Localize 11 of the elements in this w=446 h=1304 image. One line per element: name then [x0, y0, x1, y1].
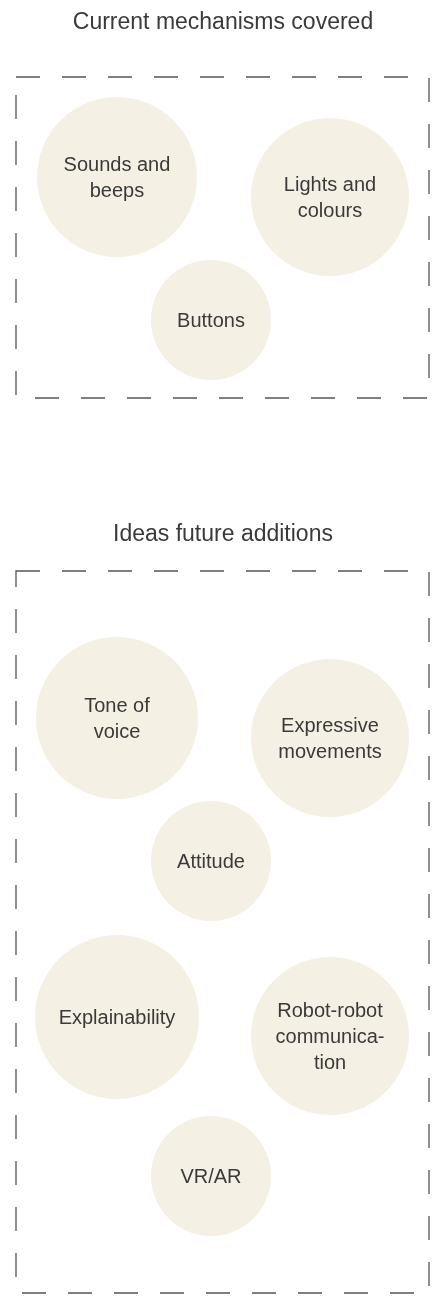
node-label: Expressive movements [277, 713, 383, 764]
node-label: Lights and colours [282, 172, 378, 223]
node-label: Attitude [176, 849, 246, 874]
node-label: Buttons [176, 308, 246, 333]
node-label: VR/AR [179, 1164, 243, 1189]
node-label: Tone of voice [83, 693, 151, 744]
node-label: Explainability [57, 1005, 177, 1030]
node-label: Sounds and beeps [62, 152, 172, 203]
node-label: Robot-robot communica- tion [274, 998, 386, 1075]
group-heading: Current mechanisms covered [71, 8, 375, 35]
group-heading: Ideas future additions [112, 520, 334, 547]
